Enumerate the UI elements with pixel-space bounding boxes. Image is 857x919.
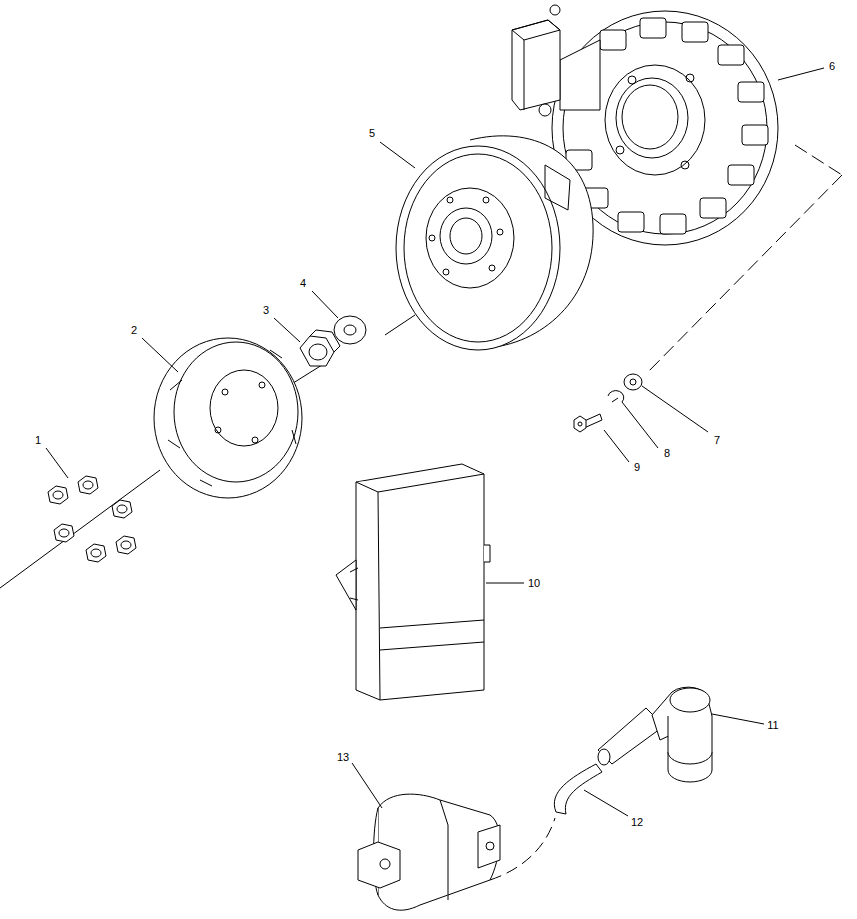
callout-number: 1 <box>33 434 43 447</box>
leader-lines <box>46 68 824 816</box>
washer <box>334 316 366 344</box>
callout-number: 12 <box>629 816 645 829</box>
callout-number: 8 <box>662 447 672 460</box>
callout-number: 7 <box>712 434 722 447</box>
callout-number: 2 <box>129 324 139 337</box>
ignition-coil <box>358 794 500 910</box>
flywheel <box>396 136 593 350</box>
axis-line <box>290 315 415 385</box>
wire-path <box>490 818 555 880</box>
starter-cup <box>154 338 302 498</box>
small-hardware <box>574 374 642 432</box>
spark-wire <box>554 764 602 814</box>
callout-number: 3 <box>261 304 271 317</box>
callout-number: 10 <box>526 577 542 590</box>
spark-plug-cap <box>598 687 712 782</box>
axis-line <box>0 470 160 588</box>
callout-number: 9 <box>632 461 642 474</box>
assembly-line <box>648 145 842 372</box>
bolts <box>48 476 136 562</box>
callout-number: 11 <box>765 719 780 732</box>
cdi-box <box>336 464 490 700</box>
nut <box>300 330 340 366</box>
callout-number: 5 <box>367 127 377 140</box>
callout-number: 4 <box>298 277 308 290</box>
callout-number: 13 <box>335 751 351 764</box>
callout-number: 6 <box>827 60 837 73</box>
